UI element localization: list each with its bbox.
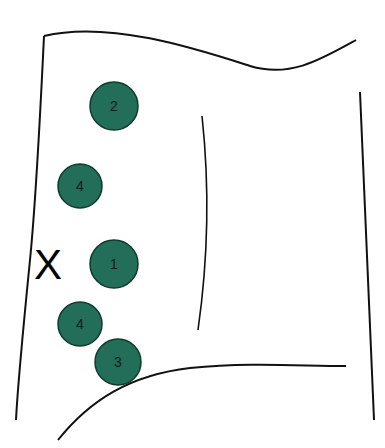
cross-mark: X	[34, 244, 62, 286]
callout-number: 3	[114, 355, 122, 369]
injection-point: 3	[94, 338, 142, 386]
injection-point: 4	[57, 301, 103, 347]
jaw-line	[44, 31, 356, 69]
callout-number: 4	[76, 317, 84, 331]
injection-point: 2	[89, 81, 139, 131]
callout-number: 4	[76, 179, 84, 193]
callout-number: 1	[110, 257, 118, 271]
muscle-line	[198, 116, 207, 330]
injection-point: 4	[57, 163, 103, 209]
neck-front-line	[360, 92, 374, 420]
callout-number: 2	[110, 99, 118, 113]
neck-back-line	[16, 36, 44, 420]
injection-point: 1	[89, 239, 139, 289]
